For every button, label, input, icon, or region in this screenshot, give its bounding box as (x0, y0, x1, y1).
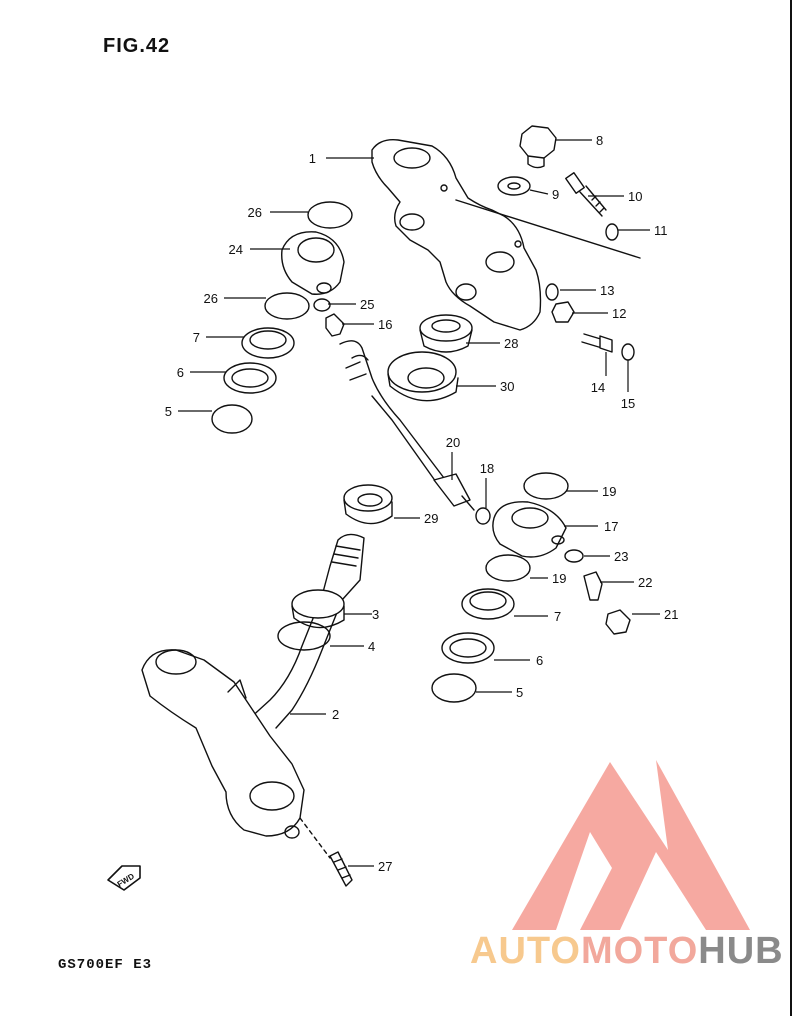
part-17-joint (492, 501, 567, 558)
part-9-washer (497, 176, 531, 196)
watermark-part-moto: MOTO (580, 930, 699, 972)
callout-9: 9 (552, 187, 559, 202)
part-19-oring-top (523, 472, 569, 500)
callout-16: 16 (378, 317, 392, 332)
callout-18: 18 (480, 461, 494, 476)
part-25-oring (313, 298, 331, 312)
part-26-oring-bottom (264, 292, 310, 320)
part-10-bolt (565, 172, 607, 217)
callout-25: 25 (360, 297, 374, 312)
part-6-washer-left (223, 362, 277, 394)
callout-1: 1 (309, 151, 316, 166)
part-18-oring (475, 507, 491, 525)
part-4-ring (277, 621, 331, 651)
figure-title: FIG.42 (103, 35, 171, 57)
callout-26b: 26 (204, 291, 218, 306)
part-5-ring-right (431, 673, 477, 703)
part-16-union-bolt (325, 313, 345, 337)
part-8-bolt (519, 125, 557, 169)
part-28-cap-nut (419, 314, 473, 353)
part-6-washer-right (441, 632, 495, 664)
callout-4: 4 (368, 639, 375, 654)
callout-7b: 7 (554, 609, 561, 624)
part-26-oring-top (307, 201, 353, 229)
part-11-washer (605, 223, 619, 241)
callout-19b: 19 (552, 571, 566, 586)
part-2-steering-stem (141, 533, 365, 859)
part-30-dust-cover (387, 351, 459, 402)
model-code: GS700EF E3 (58, 957, 153, 973)
part-7-seal-right (461, 588, 515, 620)
callout-27: 27 (378, 859, 392, 874)
callout-2: 2 (332, 707, 339, 722)
fwd-arrow-icon (107, 865, 141, 891)
part-5-ring-left (211, 404, 253, 434)
callout-28: 28 (504, 336, 518, 351)
callout-8: 8 (596, 133, 603, 148)
part-24-joint (281, 231, 345, 295)
callout-13: 13 (600, 283, 614, 298)
callout-7a: 7 (193, 330, 200, 345)
callout-10: 10 (628, 189, 642, 204)
callout-5a: 5 (165, 404, 172, 419)
callout-20: 20 (446, 435, 460, 450)
callout-19a: 19 (602, 484, 616, 499)
callout-15: 15 (621, 396, 635, 411)
callout-24: 24 (229, 242, 243, 257)
callout-29: 29 (424, 511, 438, 526)
part-27-bolt (329, 851, 353, 887)
callout-14: 14 (591, 380, 605, 395)
watermark-part-auto: AUTO (470, 930, 581, 972)
callout-23: 23 (614, 549, 628, 564)
callout-30: 30 (500, 379, 514, 394)
watermark-part-hub: HUB (698, 930, 784, 972)
callout-12: 12 (612, 306, 626, 321)
part-20-hose (339, 340, 475, 511)
part-12-nut (551, 301, 575, 323)
part-21-nut (605, 609, 631, 635)
callout-26a: 26 (248, 205, 262, 220)
part-7-seal-left (241, 327, 295, 359)
part-29-dust-seal (343, 484, 393, 525)
callout-6b: 6 (536, 653, 543, 668)
callout-5b: 5 (516, 685, 523, 700)
watermark-logo-icon (512, 760, 750, 930)
callout-11: 11 (654, 223, 668, 238)
part-23-oring (564, 549, 584, 563)
callout-6a: 6 (177, 365, 184, 380)
part-22-bleeder (583, 571, 603, 601)
watermark-text: AUTOMOTOHUB (470, 930, 784, 973)
part-3-bearing (291, 589, 345, 629)
part-15-washer (621, 343, 635, 361)
part-19-oring-bottom (485, 554, 531, 582)
part-1-upper-bracket (371, 139, 641, 331)
part-13-washer (545, 283, 559, 301)
callout-17: 17 (604, 519, 618, 534)
part-14-bolt (581, 333, 613, 353)
callout-3: 3 (372, 607, 379, 622)
leader-lines (178, 139, 660, 867)
callout-22: 22 (638, 575, 652, 590)
callout-21: 21 (664, 607, 678, 622)
